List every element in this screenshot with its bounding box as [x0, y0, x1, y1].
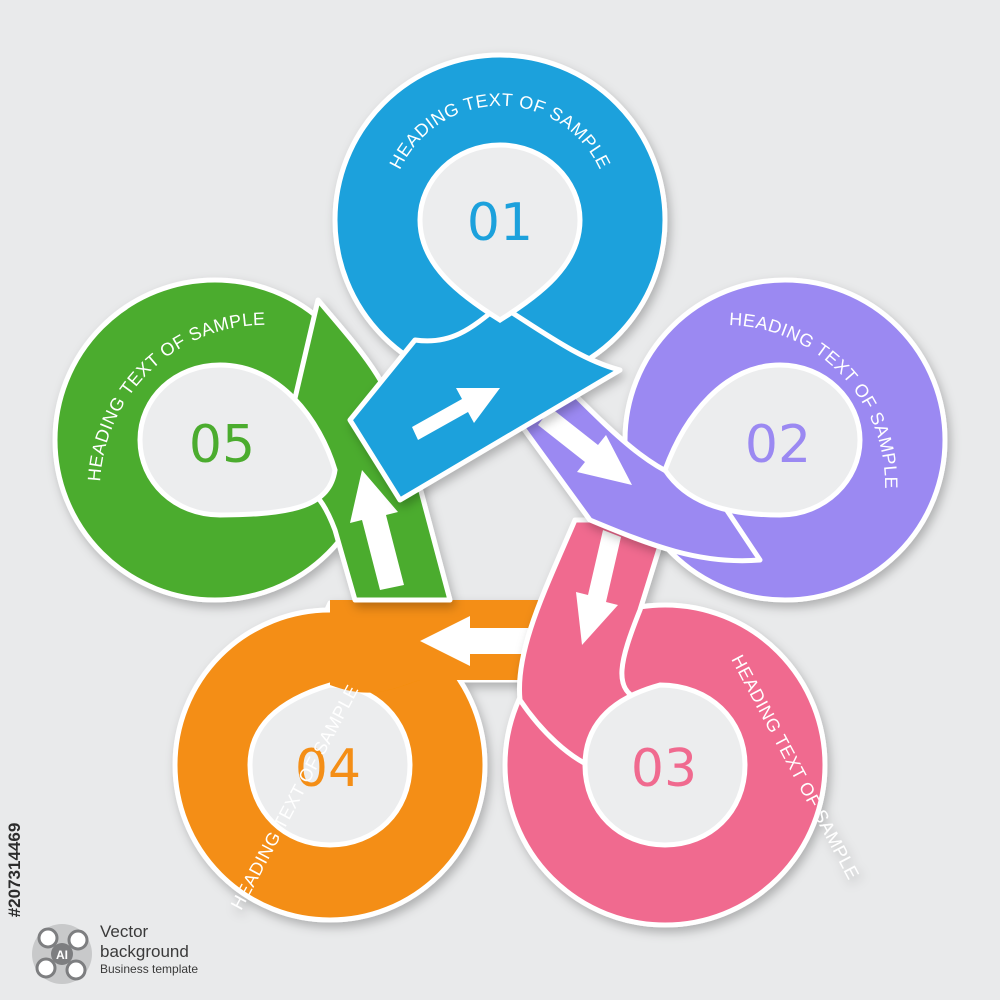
- loop-04-number: 04: [295, 739, 361, 799]
- arrow-02-to-03: [538, 408, 632, 485]
- ai-logo-icon: AI: [32, 924, 92, 984]
- arrow-03-to-04: [576, 530, 621, 645]
- svg-text:AI: AI: [56, 948, 68, 962]
- footer-caption: Vector background Business template: [100, 922, 198, 977]
- footer-line-1: Vector: [100, 922, 149, 941]
- loop-01-hole: [417, 142, 583, 323]
- loop-03-hole: [582, 682, 748, 848]
- footer-line-2: background: [100, 941, 189, 961]
- loop-04: 04 HEADING TEXT OF SAMPLE: [172, 600, 551, 923]
- loop-04-hole: [247, 682, 413, 848]
- loop-02-hole: [662, 362, 863, 518]
- footer-line-3: Business template: [100, 962, 199, 977]
- loop-03-number: 03: [631, 739, 697, 799]
- arrow-05-to-01: [350, 470, 404, 590]
- loop-01: 01 HEADING TEXT OF SAMPLE: [332, 52, 668, 503]
- loop-03: 03 HEADING TEXT OF SAMPLE: [502, 517, 863, 928]
- loop-05: 05 HEADING TEXT OF SAMPLE: [52, 277, 453, 603]
- loop-02: 02 HEADING TEXT OF SAMPLE: [507, 277, 948, 603]
- loop-05-number: 05: [189, 415, 255, 475]
- loop-02-number: 02: [745, 415, 811, 475]
- loop-01-number: 01: [467, 193, 533, 253]
- loop-05-hole: [137, 362, 338, 518]
- stock-id: #207314469: [5, 822, 24, 918]
- arrow-04-to-05: [420, 616, 528, 666]
- arrow-01-to-02: [412, 388, 500, 440]
